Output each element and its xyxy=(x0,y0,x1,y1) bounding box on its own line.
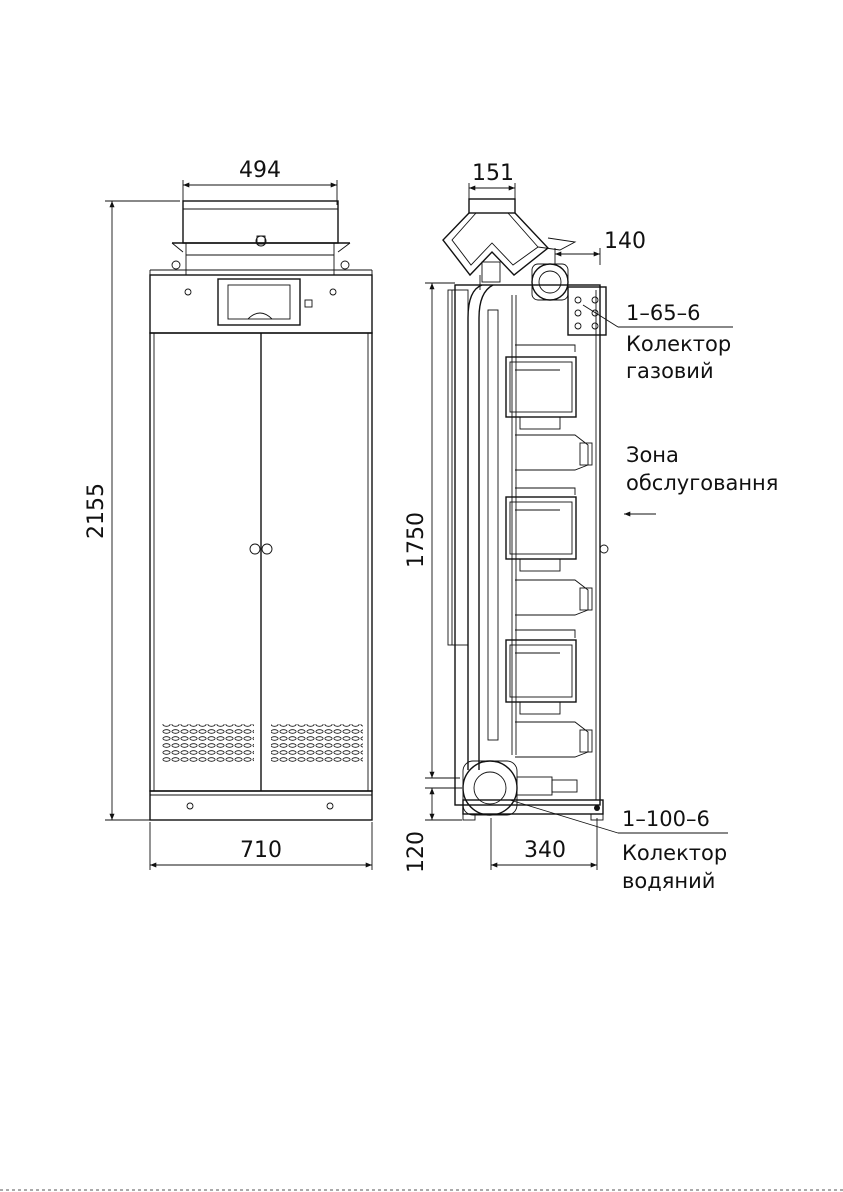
service-zone-label-1: Зона xyxy=(626,443,679,467)
dim-label-494: 494 xyxy=(239,158,281,183)
vent-grille-left xyxy=(162,724,254,762)
gas-collector-flange xyxy=(482,262,606,335)
water-collector-flange xyxy=(463,761,603,820)
cabinet-base xyxy=(150,791,372,820)
display-window xyxy=(218,279,300,325)
door-handle-right xyxy=(262,544,272,554)
control-panel-head xyxy=(150,270,372,333)
dimension-top-width: 494 xyxy=(183,158,337,205)
dim-label-2155: 2155 xyxy=(84,483,109,539)
gas-collector-label-1: Колектор xyxy=(626,332,731,356)
service-zone-label-2: обслуговання xyxy=(626,471,778,495)
dim-label-340: 340 xyxy=(524,838,566,863)
water-collector-code: 1–100–6 xyxy=(622,807,710,831)
boiler-module-3 xyxy=(506,630,592,757)
dimension-gas-offset: 140 xyxy=(555,229,646,265)
dimension-base-height: 120 xyxy=(404,788,462,873)
gas-collector-code: 1–65–6 xyxy=(626,301,700,325)
door-handle-left xyxy=(250,544,260,554)
dim-label-1750: 1750 xyxy=(404,512,429,568)
callout-service-zone: Зона обслуговання xyxy=(624,443,778,514)
gas-collector-label-2: газовий xyxy=(626,359,714,383)
dim-label-151: 151 xyxy=(472,161,514,186)
flue-hood xyxy=(172,201,350,275)
side-view: 151 140 xyxy=(404,161,646,873)
dimension-base-width: 710 xyxy=(150,822,372,870)
dim-label-710: 710 xyxy=(240,838,282,863)
dim-label-120: 120 xyxy=(404,831,429,873)
boiler-module-1 xyxy=(506,345,592,470)
dimension-flue-width: 151 xyxy=(469,161,515,200)
flue-outlet xyxy=(443,199,575,290)
side-body xyxy=(448,285,608,805)
cabinet-body xyxy=(150,333,372,791)
dim-label-140: 140 xyxy=(604,229,646,254)
vent-grille-right xyxy=(271,724,363,762)
water-collector-label-2: водяний xyxy=(622,869,715,893)
dimension-depth: 340 xyxy=(491,818,597,870)
side-handle xyxy=(600,545,608,553)
boiler-module-2 xyxy=(506,488,592,615)
front-view: 494 xyxy=(84,158,372,870)
water-collector-label-1: Колектор xyxy=(622,841,727,865)
